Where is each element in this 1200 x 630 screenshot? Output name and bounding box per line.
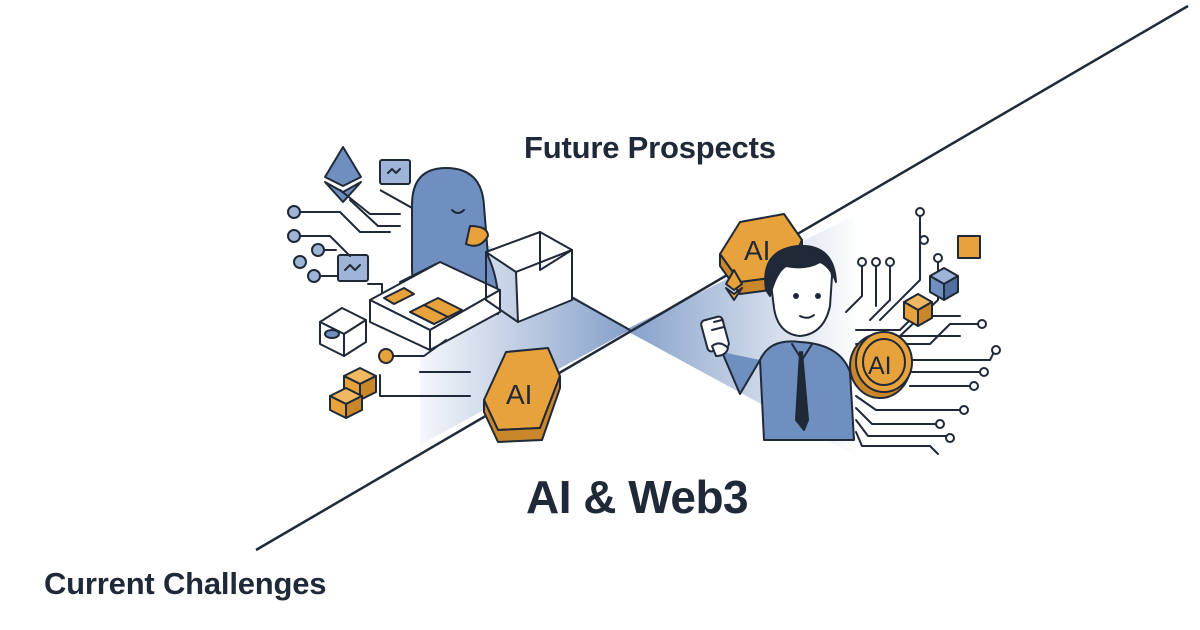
code-window-icon: [379, 159, 411, 185]
circuit-traces-right: [845, 207, 1001, 455]
ai-hex-label-top: AI: [744, 235, 770, 266]
page-title: AI & Web3: [526, 471, 749, 523]
envelope-icon: [485, 231, 573, 323]
right-group: [700, 207, 1001, 455]
block-cube-icon: [329, 367, 377, 419]
code-window-icon-2: [337, 254, 369, 282]
eye-cube-icon: [319, 307, 367, 357]
ethereum-icon-small: [725, 269, 743, 301]
left-group: [287, 146, 573, 443]
circuit-traces-left: [287, 189, 401, 301]
ethereum-icon: [324, 146, 362, 203]
ai-hexagon-icon: [483, 347, 561, 443]
ai-hex-label-left: AI: [506, 379, 532, 410]
future-prospects-label: Future Prospects: [524, 130, 776, 165]
block-cube-icon-right: [903, 235, 981, 327]
ai-coin-label: AI: [868, 352, 892, 380]
ai-coin-icon: [849, 331, 913, 399]
book-icon: [369, 261, 501, 351]
current-challenges-label: Current Challenges: [44, 566, 327, 601]
diagonal-divider: [255, 4, 1189, 552]
